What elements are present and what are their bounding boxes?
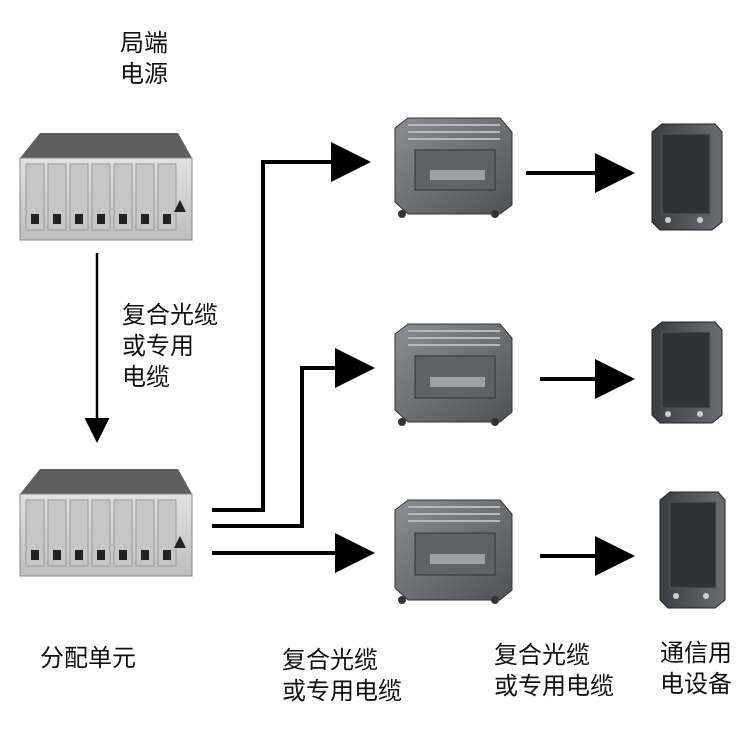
source-power-label: 局端 电源	[120, 29, 168, 88]
telecom-equipment-icon-2	[651, 321, 723, 424]
vertical-cable-label: 复合光缆 或专用 电缆	[122, 301, 218, 391]
enclosure-icon-1	[394, 117, 513, 218]
telecom-equipment-label: 通信用 电设备	[660, 639, 732, 698]
source-rack-icon	[19, 133, 193, 241]
distribution-rack-icon	[19, 469, 193, 577]
enclosure-icon-3	[394, 499, 513, 604]
telecom-equipment-icon-3	[659, 491, 726, 609]
cable-label-left: 复合光缆 或专用电缆	[282, 646, 402, 705]
branch-arrow-middle	[212, 348, 375, 528]
telecom-equipment-icon-1	[651, 123, 723, 231]
branch-arrow-top	[212, 142, 371, 512]
enclosure-icon-2	[394, 323, 513, 426]
distribution-unit-label: 分配单元	[40, 644, 136, 672]
cable-label-middle: 复合光缆 或专用电缆	[494, 641, 614, 700]
